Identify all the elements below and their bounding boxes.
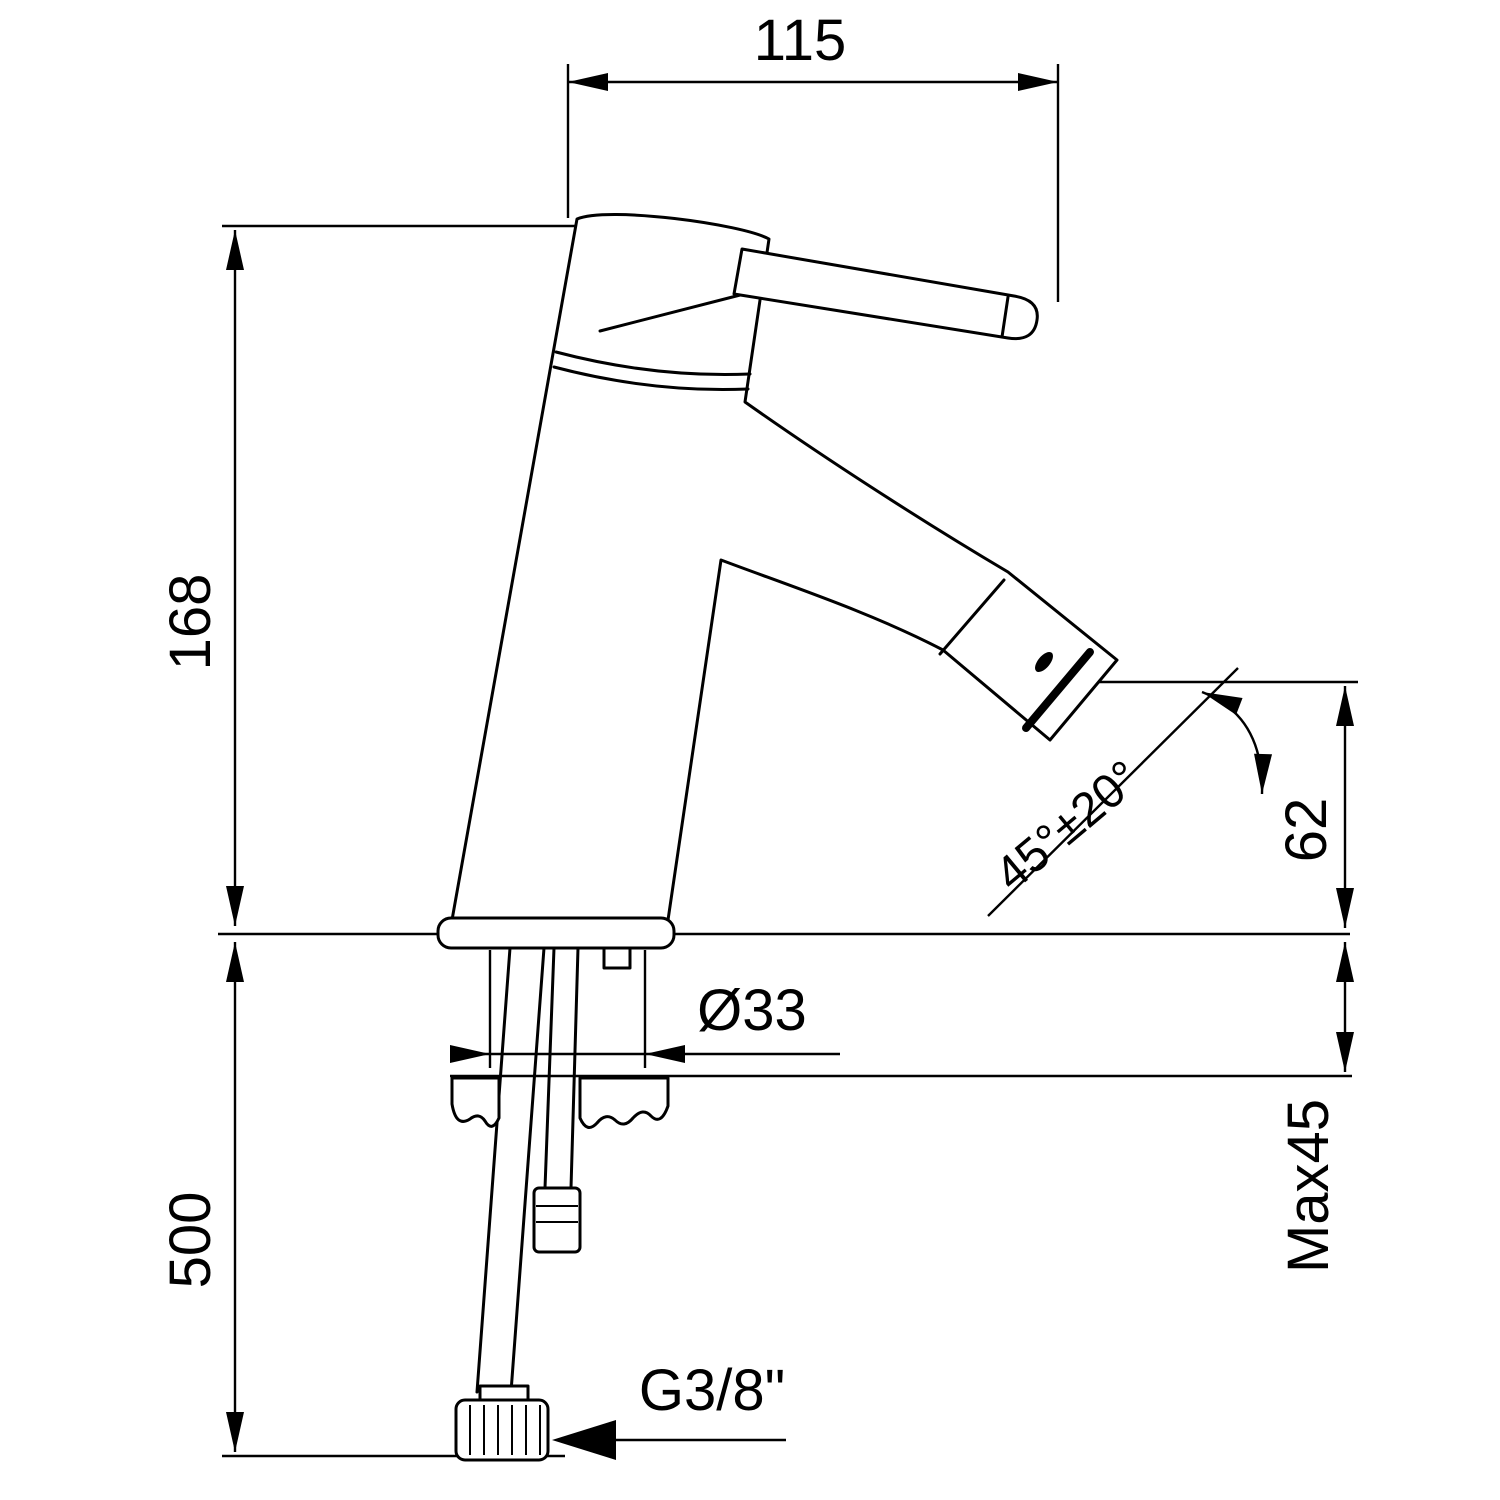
- dimension-168: 168: [158, 224, 575, 926]
- escutcheon-left: [450, 1076, 501, 1128]
- dim-label-62: 62: [1274, 798, 1339, 863]
- faucet-body: [450, 213, 1119, 922]
- thread-arrow-icon: [552, 1420, 616, 1460]
- base-flange: [436, 916, 676, 950]
- lever-knob-joint: [1000, 295, 1010, 339]
- faucet: [436, 213, 1119, 1462]
- supply-hose-long-right-edge: [509, 946, 546, 1394]
- body-seam-lower: [552, 365, 750, 392]
- spray-axis-line: [987, 667, 1239, 917]
- dim-label-115: 115: [754, 8, 846, 73]
- thread-callout: G3/8": [552, 1358, 786, 1460]
- cap-shoulder-line: [598, 291, 750, 333]
- dim-label-max45: Max45: [1276, 1099, 1341, 1273]
- dim-label-168: 168: [158, 574, 223, 671]
- body-seam-upper: [554, 350, 752, 377]
- escutcheon-right: [578, 1076, 670, 1129]
- aerator-band: [1022, 648, 1094, 732]
- dim-label-spray-angle: 45°±20°: [985, 751, 1150, 902]
- angle-arc: [1201, 690, 1273, 795]
- lever-handle: [732, 247, 1039, 341]
- dimension-max45: Max45: [450, 942, 1354, 1273]
- dim-label-500: 500: [158, 1192, 223, 1289]
- thread-label: G3/8": [639, 1358, 785, 1423]
- dimension-hole-diameter: Ø33: [450, 950, 840, 1068]
- connection-nut-knurl: [469, 1405, 541, 1455]
- dimension-500: 500: [158, 942, 565, 1458]
- dim-label-d33: Ø33: [697, 978, 807, 1043]
- dimension-62: 62: [1096, 680, 1358, 928]
- supply-hose-long-left-edge: [475, 946, 512, 1394]
- aerator-joint-line: [938, 578, 1006, 656]
- supply-hose-short-right-edge: [569, 946, 580, 1190]
- pop-up-rod-port: [602, 946, 632, 970]
- hose-fitting: [532, 1186, 582, 1254]
- hose-fitting-detail: [536, 1205, 578, 1223]
- supply-hose-short-left-edge: [543, 946, 556, 1190]
- dimension-115: 115: [566, 8, 1060, 302]
- aerator-mark: [1035, 652, 1053, 672]
